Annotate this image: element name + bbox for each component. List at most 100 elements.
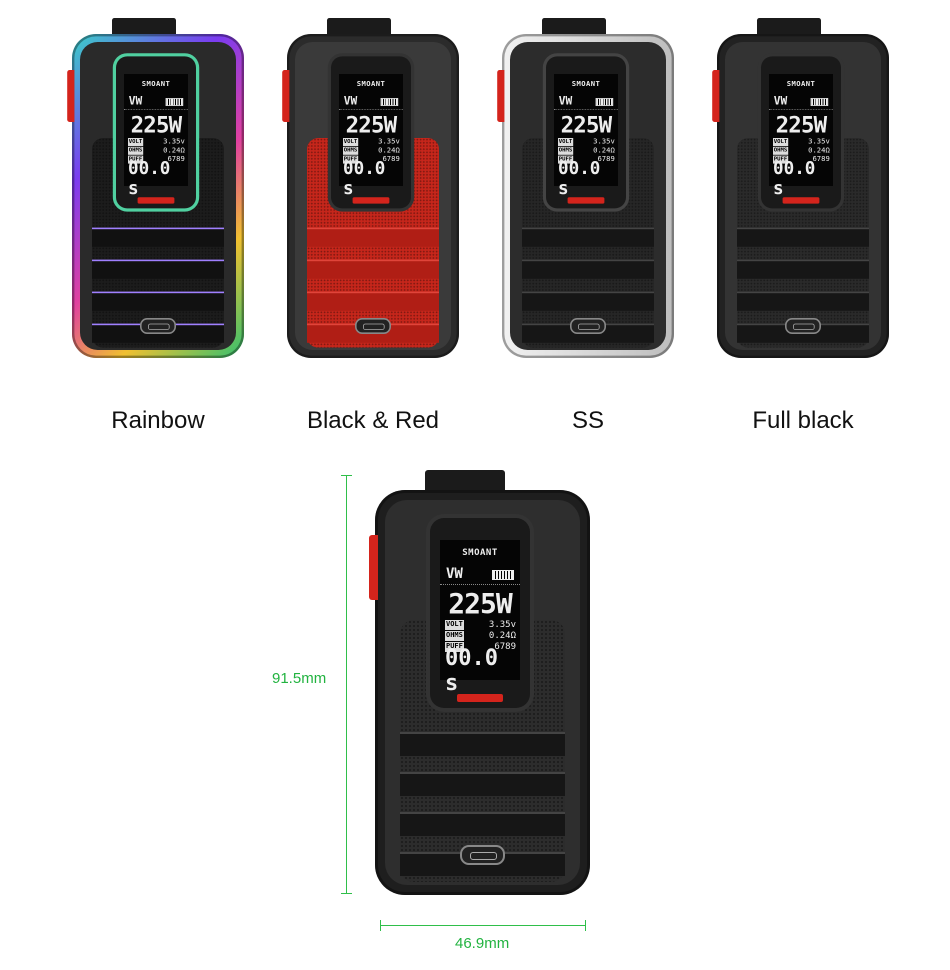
row-key: PUFF	[558, 155, 574, 164]
row-value: 0.24Ω	[378, 146, 400, 155]
battery-icon	[380, 98, 399, 106]
grip-stripe	[400, 772, 565, 796]
timer-readout: 00.0 s	[128, 158, 171, 199]
brand-logo: SMOANT	[571, 80, 601, 89]
screen-row: PUFF 6789	[558, 155, 615, 164]
usb-port	[570, 318, 606, 334]
adjust-button[interactable]	[457, 694, 503, 702]
adjust-button[interactable]	[352, 197, 390, 204]
wattage-readout: 225W	[440, 584, 520, 620]
front-panel	[400, 620, 565, 882]
height-dimension-line	[346, 475, 347, 893]
row-key: PUFF	[128, 155, 144, 164]
height-dimension-tick-bottom	[341, 893, 352, 894]
row-key: OHMS	[445, 631, 464, 641]
brand-logo: SMOANT	[141, 80, 171, 89]
row-value: 6789	[167, 155, 185, 164]
row-value: 6789	[597, 155, 615, 164]
fire-button[interactable]	[712, 70, 720, 122]
grip-stripe	[307, 291, 439, 311]
brand-logo: SMOANT	[462, 548, 498, 558]
height-dimension-label: 91.5mm	[272, 670, 327, 687]
row-value: 3.35v	[488, 620, 516, 630]
grip-stripe	[737, 227, 869, 247]
grip-stripe	[400, 812, 565, 836]
battery-icon	[810, 98, 829, 106]
grip-stripe	[522, 291, 654, 311]
wattage-readout: 225W	[339, 109, 403, 138]
width-dimension-tick-left	[380, 920, 381, 931]
timer-readout: 00.0 s	[445, 646, 498, 696]
width-dimension-tick-right	[585, 920, 586, 931]
grip-stripe	[92, 291, 224, 311]
grip-stripe	[307, 259, 439, 279]
front-panel	[92, 138, 224, 348]
timer-readout: 00.0 s	[558, 158, 601, 199]
timer-readout: 00.0 s	[343, 158, 386, 199]
row-value: 6789	[494, 642, 516, 652]
wattage-readout: 225W	[554, 109, 618, 138]
fire-button[interactable]	[497, 70, 505, 122]
row-value: 6789	[812, 155, 830, 164]
timer-readout: 00.0 s	[773, 158, 816, 199]
battery-icon	[492, 570, 514, 580]
row-value: 3.35v	[163, 138, 185, 146]
row-key: VOLT	[773, 138, 789, 146]
grip-stripe	[92, 227, 224, 247]
variant-label: Rainbow	[111, 407, 205, 434]
row-key: VOLT	[128, 138, 144, 146]
mode-readout: VW	[773, 94, 788, 108]
row-key: VOLT	[558, 138, 574, 146]
usb-port	[785, 318, 821, 334]
atomizer-connector	[542, 18, 606, 38]
wattage-readout: 225W	[769, 109, 833, 138]
width-dimension-line	[380, 925, 585, 926]
adjust-button[interactable]	[137, 197, 175, 204]
grip-stripe	[522, 227, 654, 247]
fire-button[interactable]	[369, 535, 378, 600]
mode-readout: VW	[128, 94, 143, 108]
row-value: 3.35v	[593, 138, 615, 146]
variant-label: Black & Red	[306, 407, 440, 434]
fire-button[interactable]	[67, 70, 75, 122]
adjust-button[interactable]	[782, 197, 820, 204]
fire-button[interactable]	[282, 70, 290, 122]
row-value: 0.24Ω	[488, 631, 516, 641]
grip-stripe	[737, 291, 869, 311]
row-key: VOLT	[343, 138, 359, 146]
mode-readout: VW	[446, 566, 463, 582]
grip-stripe	[522, 259, 654, 279]
grip-stripe	[92, 259, 224, 279]
brand-logo: SMOANT	[786, 80, 816, 89]
screen-row: VOLT 3.35v	[558, 138, 615, 146]
battery-icon	[165, 98, 184, 106]
row-value: 0.24Ω	[593, 146, 615, 155]
brand-logo: SMOANT	[356, 80, 386, 89]
row-value: 0.24Ω	[808, 146, 830, 155]
atomizer-connector	[327, 18, 391, 38]
height-dimension-tick-top	[341, 475, 352, 476]
row-key: PUFF	[445, 642, 464, 652]
row-key: VOLT	[445, 620, 464, 630]
adjust-button[interactable]	[567, 197, 605, 204]
grip-stripe	[307, 227, 439, 247]
